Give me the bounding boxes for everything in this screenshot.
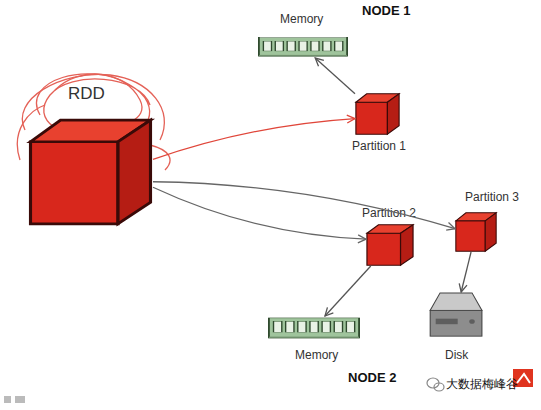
partition-cube: Partition 2 <box>366 224 414 266</box>
partition-cube: Partition 1 <box>355 93 400 135</box>
node-label: Memory <box>295 348 338 362</box>
node-label: RDD <box>68 84 105 104</box>
node-label: Partition 3 <box>465 190 519 204</box>
arrow-connector <box>153 182 455 229</box>
node-name: NODE 1 <box>362 3 410 18</box>
node-name: NODE 2 <box>348 370 396 385</box>
memory-stick-outline <box>258 36 348 58</box>
arrow-connector <box>315 58 355 94</box>
disk-drive-outline <box>428 292 483 338</box>
partition-cube: Partition 3 <box>455 212 497 252</box>
rdd-cube: RDD <box>28 118 153 226</box>
memory-stick: Memory <box>258 36 348 58</box>
memory-stick: Memory <box>268 316 360 340</box>
player-icons <box>4 396 25 403</box>
watermark: 大数据梅峰谷 <box>446 376 518 393</box>
arrow-connector <box>153 119 355 160</box>
node-label: Memory <box>280 12 323 26</box>
arrow-connector <box>325 266 371 316</box>
node-label: Partition 1 <box>352 139 406 153</box>
rdd-cube-outline <box>28 118 153 226</box>
arrow-connector <box>153 187 366 239</box>
arrow-connector <box>461 252 471 292</box>
memory-stick-outline <box>268 316 360 340</box>
partition-cube-outline <box>355 93 400 135</box>
partition-cube-outline <box>366 224 414 266</box>
disk-drive: Disk <box>428 292 483 338</box>
node-label: Disk <box>445 348 468 362</box>
partition-cube-outline <box>455 212 497 252</box>
wechat-icon <box>427 378 444 391</box>
node-label: Partition 2 <box>362 206 416 220</box>
